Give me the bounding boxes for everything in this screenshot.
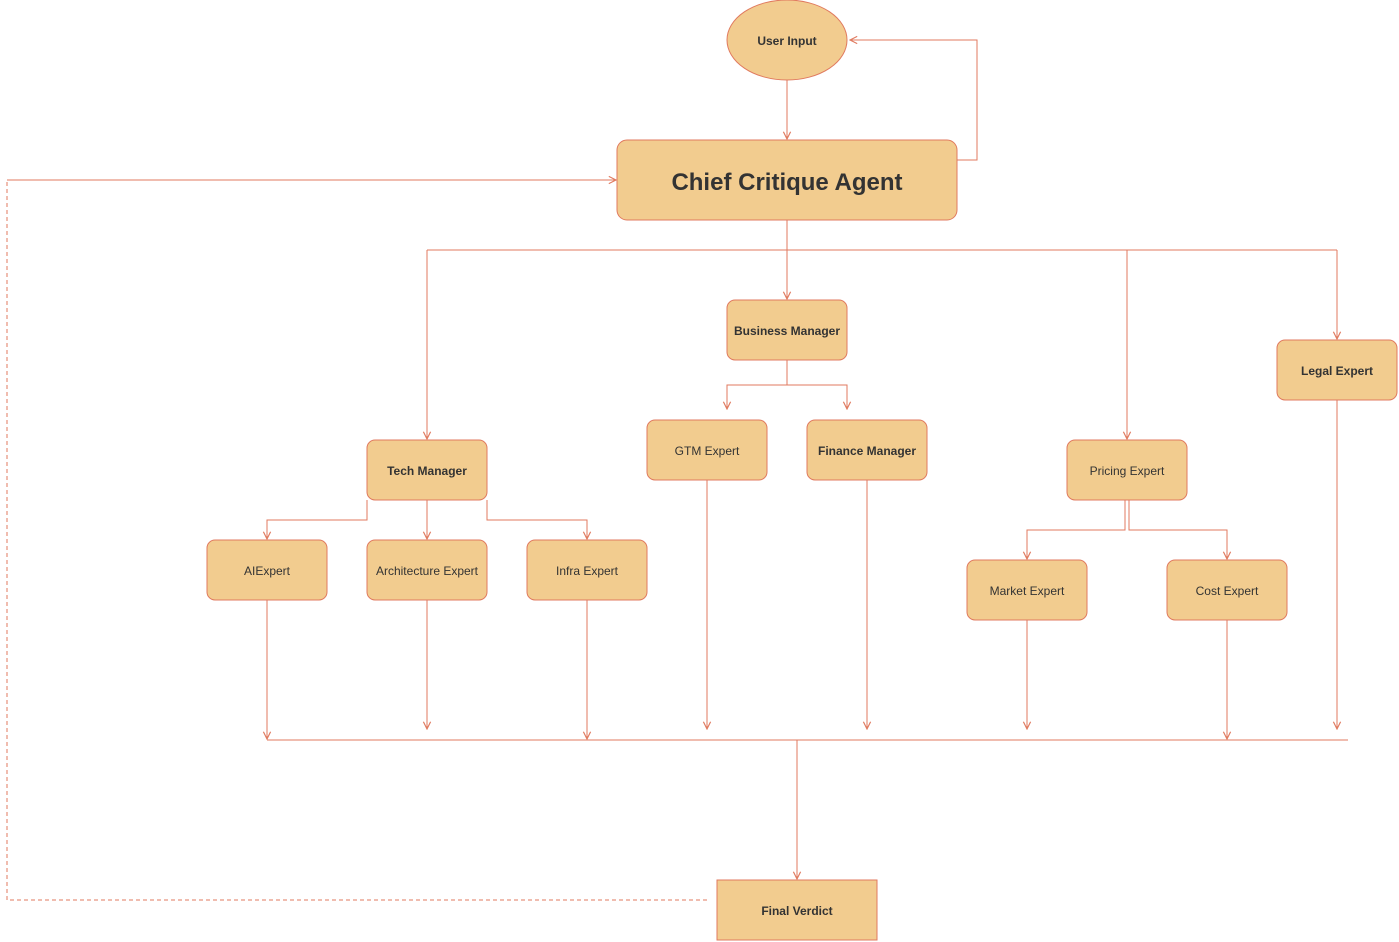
edge-chief-to-user-input: [850, 40, 978, 161]
node-legal-expert[interactable]: Legal Expert: [1276, 339, 1398, 401]
node-finance-manager[interactable]: Finance Manager: [806, 419, 928, 481]
edge-tech-to-infra: [486, 500, 587, 539]
edge-business-to-gtm: [727, 384, 787, 409]
nodes: User Input Chief Critique Agent Business…: [206, 0, 1398, 941]
node-legal-expert-label: Legal Expert: [1301, 364, 1373, 378]
node-final-verdict-label: Final Verdict: [761, 904, 832, 918]
edge-business-to-finance: [787, 384, 847, 409]
node-business-manager-label: Business Manager: [734, 324, 840, 338]
node-gtm-expert-label: GTM Expert: [675, 444, 740, 458]
edge-pricing-to-market: [1027, 500, 1126, 559]
node-ai-expert-label: AIExpert: [244, 564, 291, 578]
node-architecture-expert-label: Architecture Expert: [376, 564, 479, 578]
node-user-input-label: User Input: [757, 34, 816, 48]
edge-final-verdict-feedback: [6, 180, 707, 901]
node-tech-manager-label: Tech Manager: [387, 464, 467, 478]
node-cost-expert-label: Cost Expert: [1196, 584, 1259, 598]
node-chief-label: Chief Critique Agent: [671, 169, 902, 196]
node-pricing-expert-label: Pricing Expert: [1090, 464, 1165, 478]
node-finance-manager-label: Finance Manager: [818, 444, 916, 458]
edge-pricing-to-cost: [1128, 500, 1227, 559]
node-business-manager[interactable]: Business Manager: [726, 299, 848, 361]
node-infra-expert[interactable]: Infra Expert: [526, 539, 648, 601]
node-ai-expert[interactable]: AIExpert: [206, 539, 328, 601]
node-infra-expert-label: Infra Expert: [556, 564, 619, 578]
node-cost-expert[interactable]: Cost Expert: [1166, 559, 1288, 621]
node-pricing-expert[interactable]: Pricing Expert: [1066, 439, 1188, 501]
node-user-input[interactable]: User Input: [726, 0, 848, 81]
node-tech-manager[interactable]: Tech Manager: [366, 439, 488, 501]
node-market-expert[interactable]: Market Expert: [966, 559, 1088, 621]
node-architecture-expert[interactable]: Architecture Expert: [366, 539, 488, 601]
node-market-expert-label: Market Expert: [990, 584, 1065, 598]
node-chief-critique-agent[interactable]: Chief Critique Agent: [616, 139, 958, 221]
edge-tech-to-ai: [267, 500, 368, 539]
node-gtm-expert[interactable]: GTM Expert: [646, 419, 768, 481]
edges: [6, 40, 1348, 901]
node-final-verdict[interactable]: Final Verdict: [716, 879, 878, 941]
